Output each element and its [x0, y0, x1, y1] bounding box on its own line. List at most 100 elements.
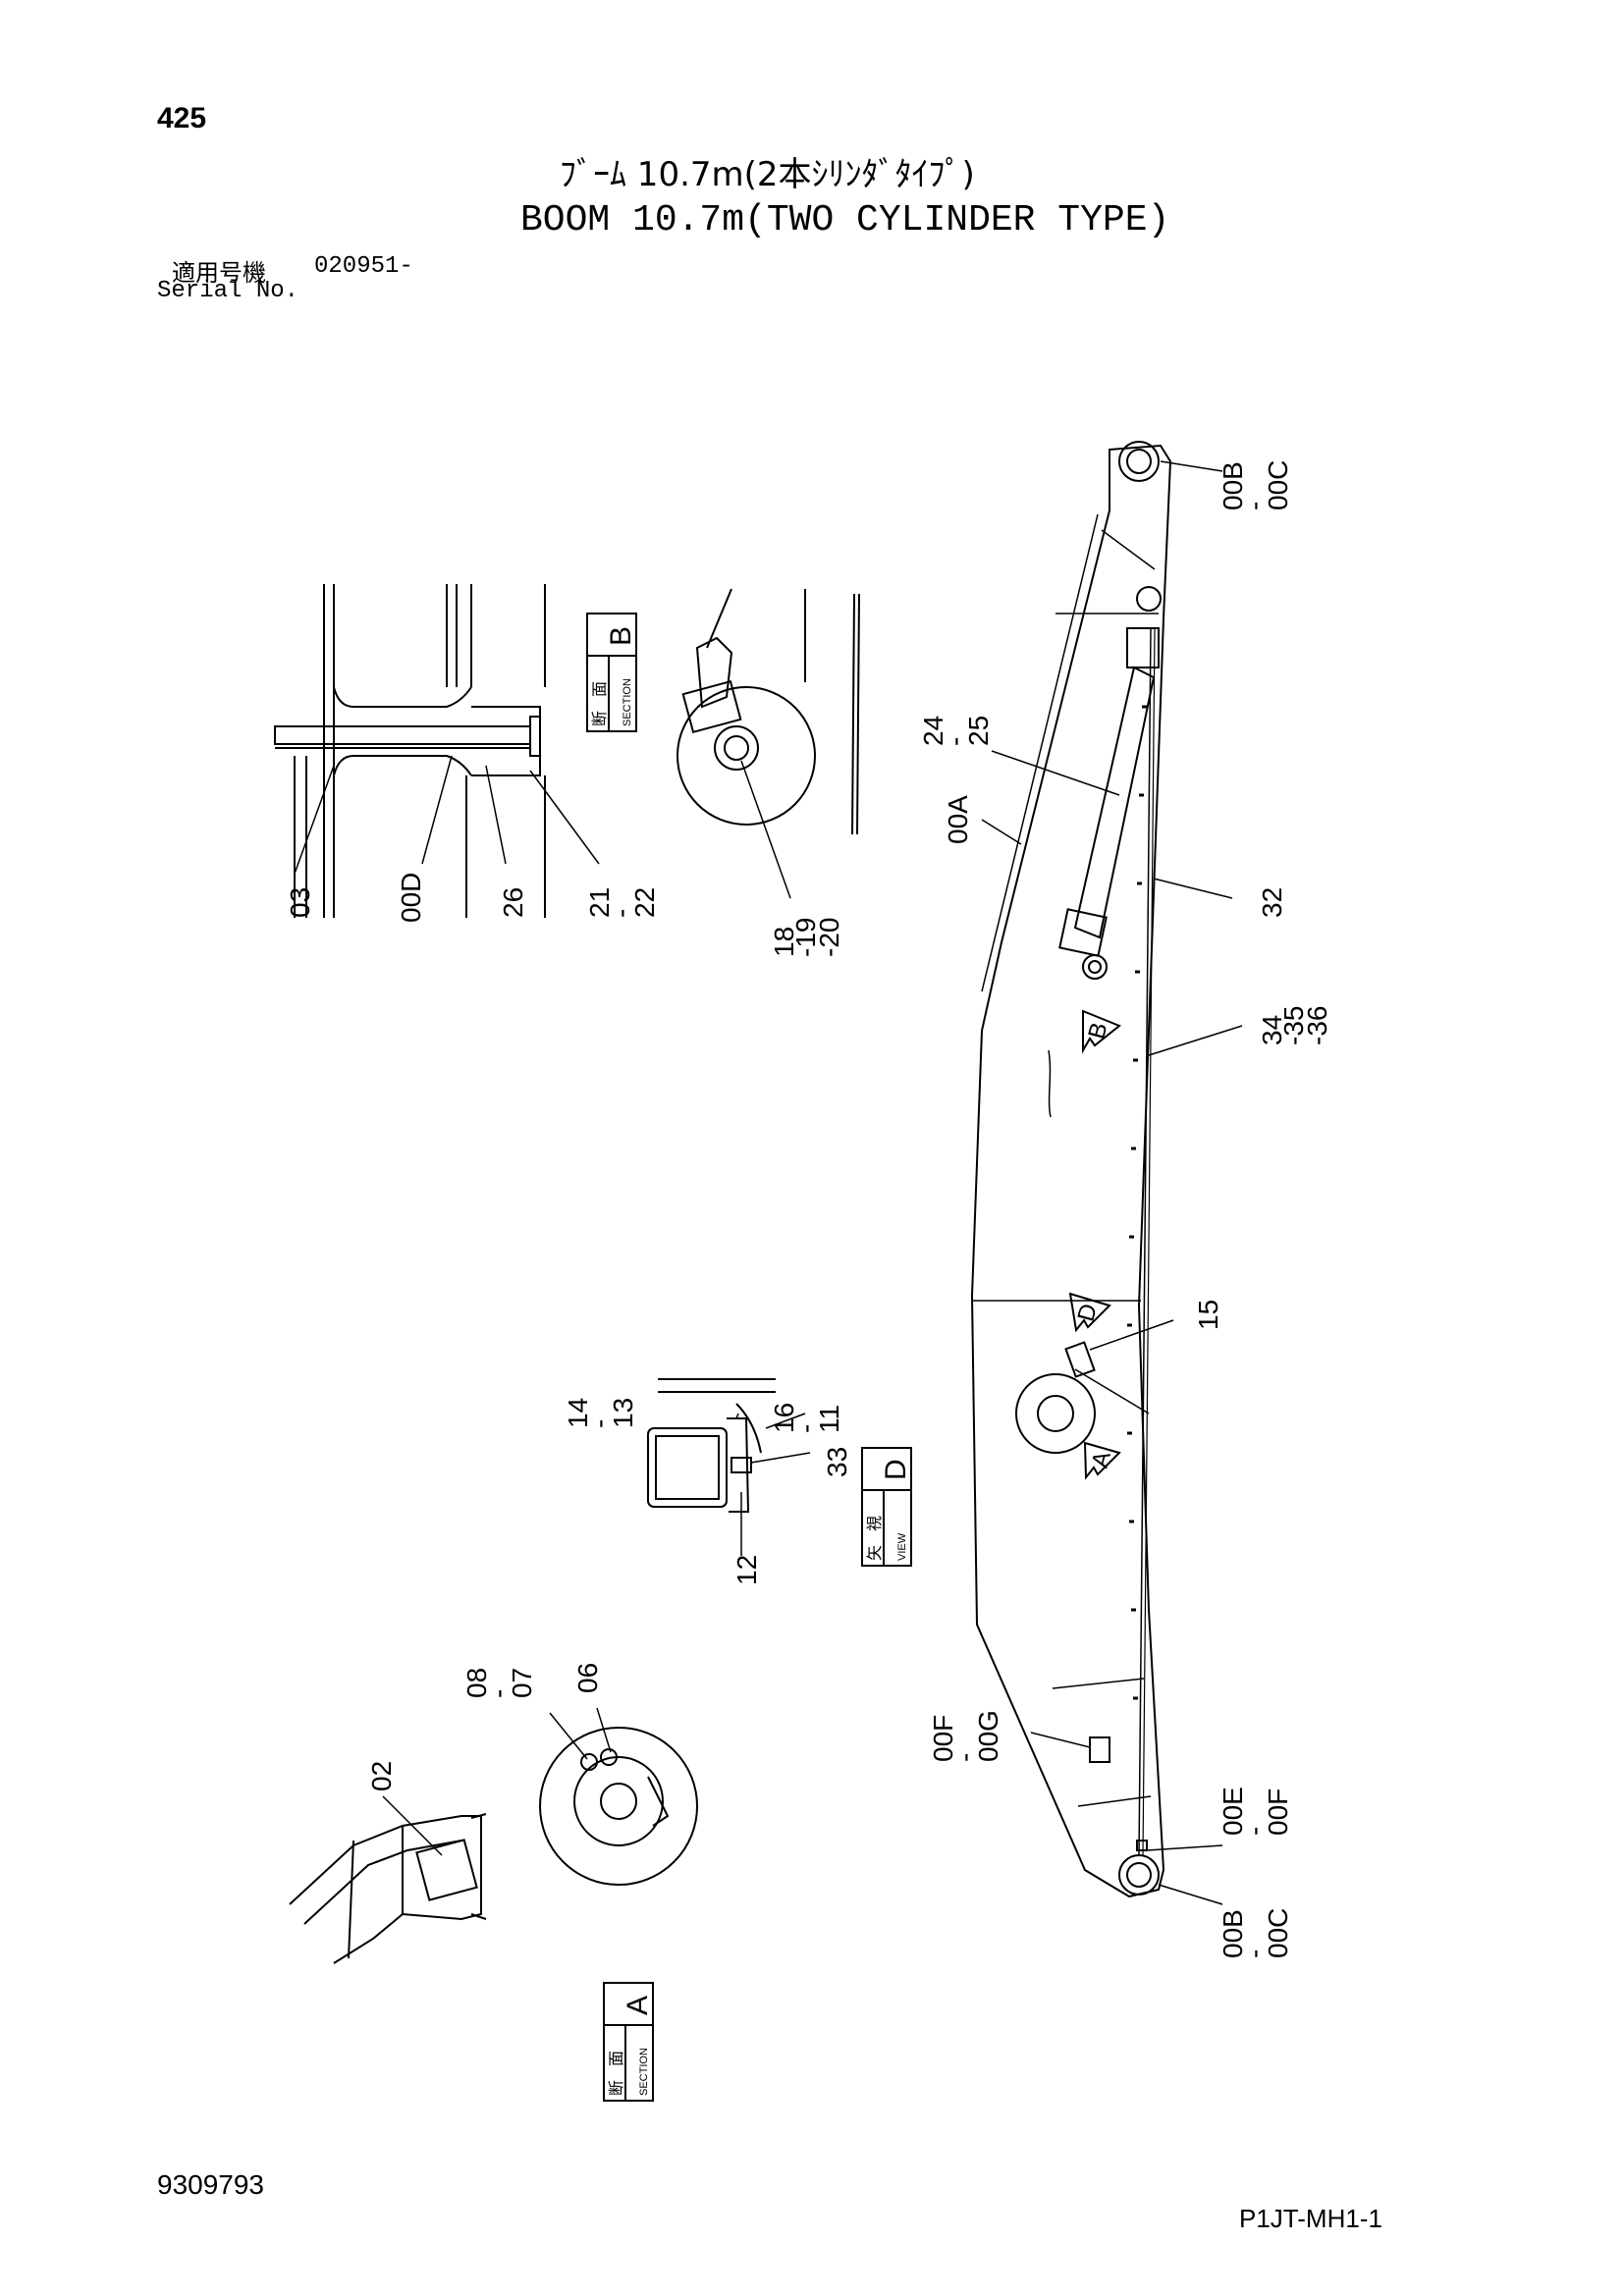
leader-00a — [981, 819, 1022, 845]
document-number: 9309793 — [157, 2169, 265, 2200]
view-marker-d: D — [1072, 1301, 1103, 1324]
title-japanese: ﾌﾞｰﾑ 10.7m(2本ｼﾘﾝﾀﾞﾀｲﾌﾟ) — [560, 155, 975, 194]
callout-text: 24 — [918, 716, 948, 746]
callout-text: 14 — [563, 1398, 593, 1428]
section-a-box — [603, 1982, 654, 2102]
callout-dash: - — [940, 737, 970, 746]
callout-00b-00c-top: 00B - 00C — [1218, 460, 1293, 510]
callout-21-22: 21 - 22 — [584, 887, 660, 918]
leader-00b-00c-bottom — [1158, 1884, 1223, 1905]
callout-text: 00D — [396, 873, 426, 923]
callout-text: 00F — [1263, 1789, 1293, 1836]
leader-21-22 — [529, 770, 600, 865]
callout-text: 00C — [1263, 1908, 1293, 1958]
leader-06 — [596, 1707, 612, 1753]
boom-bracket-15 — [1064, 1341, 1150, 1415]
section-a-detail — [289, 1813, 487, 1964]
callout-text: 03 — [285, 887, 315, 918]
section-b-jp: 断 面 — [591, 681, 609, 726]
callout-text: 00C — [1263, 460, 1293, 510]
callout-text: 08 — [461, 1668, 492, 1698]
callout-text: 32 — [1257, 887, 1287, 918]
view-jp-top: 矢 — [866, 1545, 884, 1561]
view-letter: D — [880, 1459, 912, 1480]
callout-text: 15 — [1193, 1300, 1223, 1330]
callout-06: 06 — [572, 1663, 603, 1693]
section-b-letter: B — [605, 626, 637, 646]
page-code: P1JT-MH1-1 — [1239, 2204, 1382, 2233]
cylinder-pin-detail — [677, 588, 860, 835]
callout-00e-00f: 00E - 00F — [1218, 1787, 1293, 1836]
section-b-detail — [274, 584, 546, 918]
leader-34-36 — [1148, 1025, 1243, 1056]
callout-00f-00g: 00F - 00G — [928, 1710, 1003, 1762]
section-b-box — [586, 613, 637, 732]
section-jp-top: 断 — [608, 2080, 625, 2096]
section-jp-bottom: 面 — [609, 2051, 625, 2066]
callout-02: 02 — [366, 1761, 397, 1791]
callout-00d: 00D — [396, 873, 426, 923]
leader-02 — [382, 1795, 443, 1856]
section-b-en: SECTION — [622, 678, 633, 726]
callout-text: 25 — [963, 716, 994, 746]
boom-center-boss — [1015, 1373, 1096, 1454]
leader-32 — [1153, 878, 1233, 899]
section-en: SECTION — [622, 678, 633, 726]
section-a-letter: A — [622, 1996, 654, 2015]
callout-dash: - — [1239, 1949, 1270, 1958]
callout-text: 00E — [1218, 1787, 1248, 1836]
callout-text: 00A — [943, 795, 973, 844]
callout-dash: - — [483, 1689, 514, 1698]
section-letter: A — [622, 1996, 654, 2015]
callout-text: 00G — [973, 1710, 1003, 1762]
callout-dash: - — [790, 1424, 821, 1433]
callout-26: 26 — [498, 887, 528, 918]
title-english: BOOM 10.7m(TWO CYLINDER TYPE) — [520, 199, 1170, 241]
view-marker-b-arrow — [1082, 1009, 1121, 1054]
callout-32: 32 — [1257, 887, 1287, 918]
callout-text: 00B — [1218, 461, 1248, 510]
callout-text: -35 — [1278, 1006, 1309, 1045]
callout-12: 12 — [731, 1555, 762, 1585]
view-marker-a: A — [1087, 1449, 1116, 1470]
view-d-detail — [647, 1378, 776, 1513]
callout-24-25: 24 - 25 — [918, 716, 994, 746]
callout-dash: - — [584, 1419, 615, 1428]
callout-text: -19 — [790, 918, 821, 957]
leader-03 — [294, 765, 335, 875]
callout-text: 26 — [498, 887, 528, 918]
leader-24-25 — [991, 750, 1120, 796]
boom-rivets — [1127, 705, 1147, 1700]
callout-text: -20 — [814, 918, 844, 957]
callout-text: 21 — [584, 887, 615, 918]
view-d-letter: D — [880, 1459, 912, 1480]
leader-16-11 — [765, 1413, 806, 1429]
serial-label-japanese: 適用号機 — [172, 259, 266, 287]
callout-text: 22 — [629, 887, 660, 918]
boom-fitting-00e — [1136, 1840, 1148, 1851]
callout-dash: - — [1239, 502, 1270, 510]
callout-34-36: 34 -35 -36 — [1257, 1006, 1332, 1045]
boom-body — [970, 444, 1172, 1898]
arm-cylinder-bracket — [1126, 586, 1162, 668]
serial-label-english: Serial No. — [157, 278, 299, 304]
leader-33 — [750, 1452, 811, 1464]
callout-text: 13 — [608, 1398, 638, 1428]
view-d-en: VIEW — [896, 1532, 908, 1561]
view-jp-bottom: 視 — [866, 1516, 884, 1531]
callout-dash: - — [949, 1753, 980, 1762]
callout-text: -36 — [1302, 1006, 1332, 1045]
callout-text: 11 — [814, 1405, 844, 1433]
leader-14-13 — [735, 1413, 739, 1419]
callout-03: 03 — [285, 887, 315, 918]
callout-text: 06 — [572, 1663, 603, 1693]
leader-08-07 — [549, 1712, 588, 1760]
callout-text: 18 — [769, 927, 799, 957]
callout-08-07: 08 - 07 — [461, 1668, 537, 1698]
view-en: VIEW — [896, 1532, 908, 1561]
leader-18-20 — [740, 760, 791, 899]
page-number: 425 — [157, 102, 207, 134]
callout-text: 34 — [1257, 1015, 1287, 1045]
callout-14-13: 14 - 13 — [563, 1398, 638, 1428]
